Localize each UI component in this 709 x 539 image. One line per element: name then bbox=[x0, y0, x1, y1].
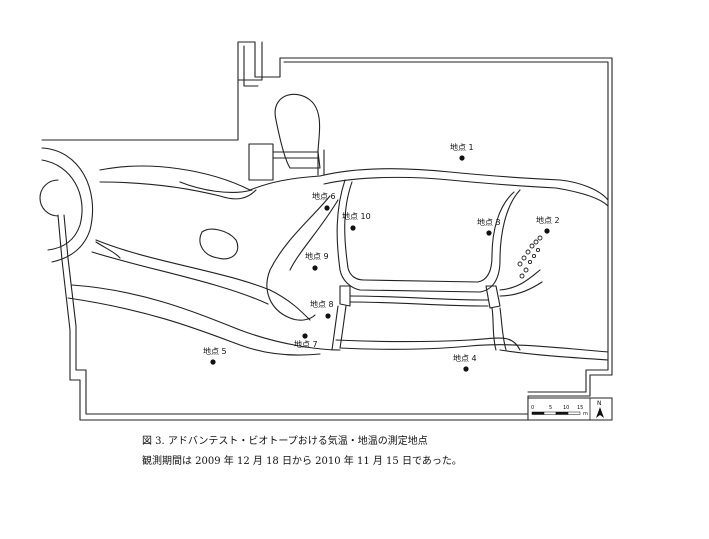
measurement-point: 地点 7 bbox=[294, 333, 318, 349]
north-arrow-icon: N bbox=[596, 400, 604, 418]
point-label: 地点 2 bbox=[536, 215, 560, 225]
measurement-point: 地点 2 bbox=[536, 215, 560, 234]
measurement-point: 地点 6 bbox=[312, 191, 336, 211]
building bbox=[248, 143, 274, 181]
point-marker bbox=[302, 333, 308, 339]
measurement-point: 地点 5 bbox=[203, 346, 227, 365]
point-label: 地点 9 bbox=[305, 251, 329, 261]
site-boundary-outer bbox=[41, 41, 613, 421]
observation-period: 観測期間は 2009 年 12 月 18 日から 2010 年 11 月 15 … bbox=[142, 456, 462, 467]
point-label: 地点 10 bbox=[342, 211, 371, 221]
point-label: 地点 7 bbox=[294, 339, 318, 349]
point-marker bbox=[486, 230, 492, 236]
measurement-points: 地点 1 地点 2 地点 3 地点 4 地点 5 地点 6 地点 7 地点 8 地点 9 地点 1… bbox=[203, 142, 560, 372]
measurement-point: 地点 9 bbox=[305, 251, 329, 271]
scale-tick-15: 15 bbox=[577, 405, 583, 411]
small-island bbox=[199, 228, 239, 260]
scale-north-box: 0 5 10 15 m N bbox=[527, 397, 613, 421]
point-label: 地点 5 bbox=[203, 346, 227, 356]
point-marker bbox=[544, 228, 550, 234]
site-boundary-inner bbox=[63, 45, 609, 415]
scale-tick-10: 10 bbox=[563, 405, 569, 411]
point-label: 地点 4 bbox=[453, 353, 477, 363]
measurement-point: 地点 3 bbox=[477, 217, 501, 236]
site-map: 地点 1 地点 2 地点 3 地点 4 地点 5 地点 6 地点 7 地点 8 地点 9 地点 1… bbox=[39, 41, 613, 421]
point-label: 地点 3 bbox=[477, 217, 501, 227]
measurement-point: 地点 1 bbox=[450, 142, 474, 161]
stepping-stones bbox=[517, 235, 543, 279]
figure-caption: 図 3. アドバンテスト・ビオトープおける気温・地温の測定地点 bbox=[142, 436, 428, 447]
scale-tick-0: 0 bbox=[531, 405, 534, 411]
point-label: 地点 1 bbox=[450, 142, 474, 152]
measurement-point: 地点 4 bbox=[453, 353, 477, 372]
north-pond bbox=[274, 93, 321, 169]
scale-bar: 0 5 10 15 m bbox=[531, 405, 588, 417]
semicircle-structure bbox=[41, 147, 94, 263]
point-marker bbox=[325, 313, 331, 319]
pond-outline bbox=[99, 165, 321, 200]
point-label: 地点 8 bbox=[310, 299, 334, 309]
north-label: N bbox=[597, 400, 602, 407]
point-marker bbox=[463, 366, 469, 372]
point-marker bbox=[350, 225, 356, 231]
scale-unit: m bbox=[583, 411, 588, 417]
measurement-point: 地点 10 bbox=[342, 211, 371, 231]
point-marker bbox=[459, 155, 465, 161]
measurement-point: 地点 8 bbox=[310, 299, 334, 319]
scale-tick-5: 5 bbox=[549, 405, 552, 411]
point-marker bbox=[324, 205, 330, 211]
point-marker bbox=[312, 265, 318, 271]
point-label: 地点 6 bbox=[312, 191, 336, 201]
point-marker bbox=[210, 359, 216, 365]
